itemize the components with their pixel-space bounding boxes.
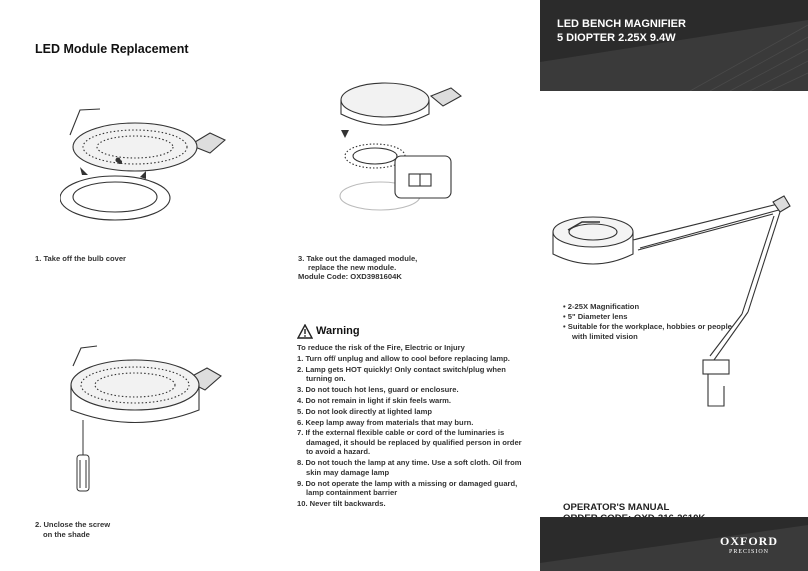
feature-item: • 2-25X Magnification [563, 302, 640, 311]
section-heading: LED Module Replacement [35, 42, 189, 56]
manual-label: OPERATOR'S MANUAL [563, 502, 670, 513]
product-title-line1: LED BENCH MAGNIFIER [557, 18, 686, 30]
footer-band [540, 517, 808, 571]
bulb-cover-illustration [60, 108, 227, 221]
warning-list: 1. Turn off/ unplug and allow to cool be… [297, 354, 527, 510]
logo-text: OXFORD [720, 534, 778, 548]
step-2-caption-line1: 2. Unclose the screw [35, 520, 111, 529]
arrow-down-icon [341, 130, 349, 138]
screwdriver-icon [76, 420, 90, 492]
warning-item: 10. Never tilt backwards. [297, 499, 386, 508]
warning-item: 4. Do not remain in light if skin feels … [297, 395, 452, 405]
feature-list: • 2-25X Magnification • 5" Diameter lens… [563, 302, 733, 342]
warning-item: 3. Do not touch hot lens, guard or enclo… [297, 385, 459, 395]
arrow-down-icon [80, 167, 146, 179]
feature-item: • Suitable for the workplace, hobbies or… [563, 322, 732, 341]
screw-illustration [70, 345, 222, 492]
step-2-caption-line2: on the shade [43, 530, 90, 539]
band-pattern [540, 20, 808, 91]
warning-item: 9. Do not operate the lamp with a missin… [297, 478, 518, 498]
step-3-caption-line2: replace the new module. [308, 263, 397, 272]
footer-pattern [540, 525, 808, 571]
warning-intro: To reduce the risk of the Fire, Electric… [297, 343, 465, 352]
warning-title: Warning [316, 325, 360, 337]
brand-logo: OXFORD PRECISION [712, 534, 786, 562]
warning-item: 6. Keep lamp away from materials that ma… [297, 417, 474, 427]
warning-item: 8. Do not touch the lamp at any time. Us… [297, 458, 522, 477]
logo-subtext: PRECISION [728, 549, 769, 555]
warning-item: 7. If the external flexible cable or cor… [297, 428, 522, 457]
step-3-caption-line1: 3. Take out the damaged module, [298, 254, 418, 263]
warning-item: 1. Turn off/ unplug and allow to cool be… [297, 354, 510, 363]
lamp-illustration [552, 195, 791, 407]
feature-item: • 5" Diameter lens [563, 312, 628, 321]
warning-item: 2. Lamp gets HOT quickly! Only contact s… [297, 364, 506, 384]
title-band [540, 0, 808, 91]
warning-item: 5. Do not look directly at lighted lamp [297, 406, 433, 416]
warning-triangle-icon [297, 324, 313, 339]
step-1-caption: 1. Take off the bulb cover [35, 254, 127, 263]
module-illustration [339, 82, 462, 211]
module-code: Module Code: OXD3981604K [298, 272, 402, 281]
product-title-line2: 5 DIOPTER 2.25X 9.4W [557, 32, 676, 44]
